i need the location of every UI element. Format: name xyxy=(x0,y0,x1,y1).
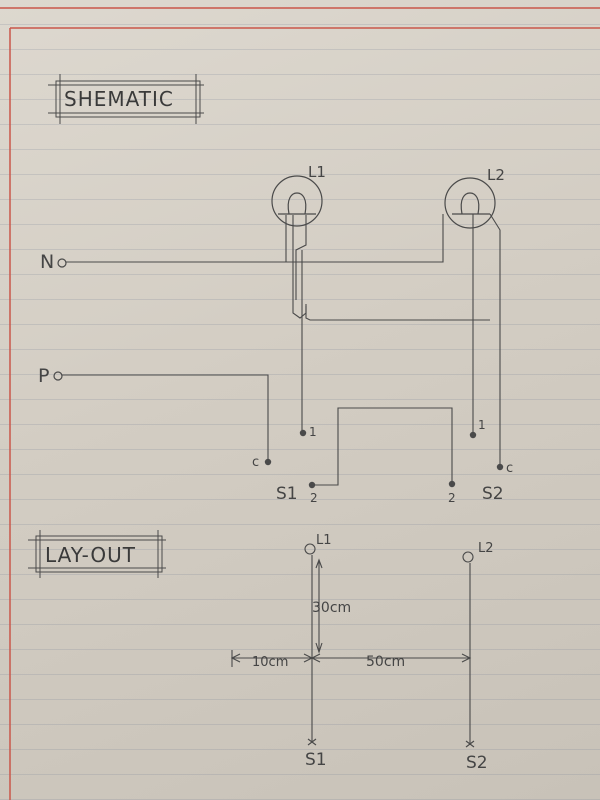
layout-lamp-1-label: L1 xyxy=(316,533,332,548)
schematic-title-frame xyxy=(48,74,204,124)
left-dimension-label: 10cm xyxy=(252,655,289,670)
layout-switch-2-label: S2 xyxy=(466,753,488,773)
layout-switch-1-label: S1 xyxy=(305,750,327,770)
vertical-dimension-label: 30cm xyxy=(312,600,352,616)
switch-2-terminal-1-label: 1 xyxy=(478,418,486,432)
layout-title-frame xyxy=(28,530,166,578)
switch-2-common-label: c xyxy=(506,461,514,476)
neutral-label: N xyxy=(40,251,55,273)
layout-lamp-2-label: L2 xyxy=(478,541,494,556)
switch-1-terminal-2-label: 2 xyxy=(310,491,318,505)
span-dimension-label: 50cm xyxy=(366,654,406,670)
lamp-2-symbol xyxy=(444,177,496,229)
neutral-terminal xyxy=(57,258,67,268)
switch-2-terminal-2-label: 2 xyxy=(448,491,456,505)
lamp-2-label: L2 xyxy=(487,166,505,184)
switch-1-label: S1 xyxy=(276,484,298,504)
phase-label: P xyxy=(38,365,50,387)
layout-drawing xyxy=(230,543,475,748)
switch-terminals xyxy=(264,429,504,489)
schematic-heading: SHEMATIC xyxy=(64,87,174,111)
layout-heading: LAY-OUT xyxy=(45,543,136,567)
switch-2-label: S2 xyxy=(482,484,504,504)
lamp-1-label: L1 xyxy=(308,163,326,181)
switch-1-common-label: c xyxy=(252,455,260,470)
lamp-1-symbol xyxy=(271,175,323,227)
switch-1-terminal-1-label: 1 xyxy=(309,425,317,439)
schematic-wiring xyxy=(62,213,501,486)
phase-terminal xyxy=(53,371,63,381)
